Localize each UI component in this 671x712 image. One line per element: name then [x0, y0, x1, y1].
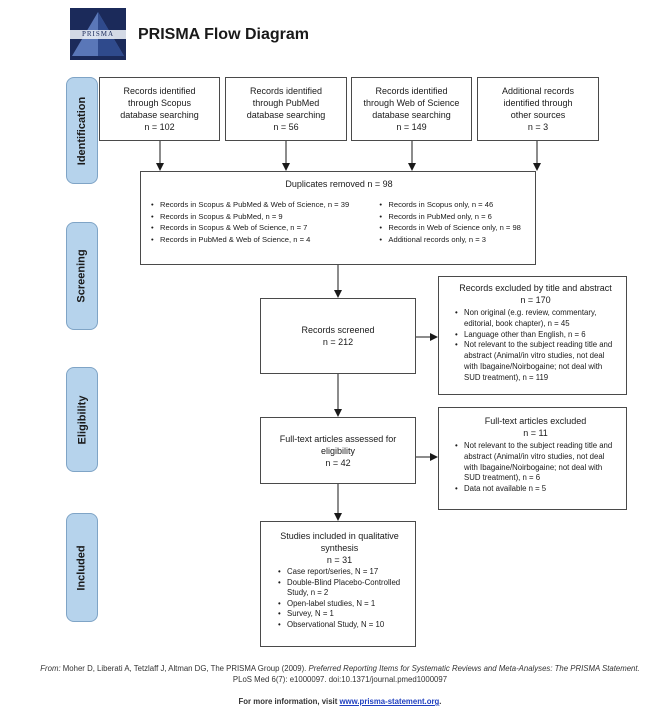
more-info-footer: For more information, visit www.prisma-s…: [238, 697, 442, 706]
source-box-pubmed: Records identified through PubMed databa…: [225, 77, 347, 141]
list-item: Double-Blind Placebo-Controlled Study, n…: [278, 578, 409, 599]
list-item: Records in Scopus & PubMed & Web of Scie…: [151, 199, 377, 211]
list-item: Not relevant to the subject reading titl…: [455, 340, 618, 383]
included-count: n = 31: [326, 555, 353, 565]
source-box-web-of-science: Records identified through Web of Scienc…: [351, 77, 472, 141]
fulltext-excluded-box: Full-text articles excluded n = 11 Not r…: [438, 407, 627, 510]
records-screened-count: n = 212: [322, 337, 354, 347]
logo-text: PRISMA: [81, 30, 115, 38]
citation-footer: From: Moher D, Liberati A, Tetzlaff J, A…: [40, 663, 640, 685]
list-item: Records in Scopus only, n = 46: [379, 199, 529, 211]
list-item: Observational Study, N = 10: [278, 620, 409, 631]
list-item: Records in PubMed only, n = 6: [379, 211, 529, 223]
excluded-title: Records excluded by title and abstract: [459, 283, 612, 293]
prisma-website-link[interactable]: www.prisma-statement.org: [339, 697, 440, 706]
phase-screening: Screening: [66, 222, 98, 330]
list-item: Survey, N = 1: [278, 609, 409, 620]
list-item: Records in PubMed & Web of Science, n = …: [151, 234, 377, 246]
records-screened-box: Records screened n = 212: [260, 298, 416, 374]
list-item: Language other than English, n = 6: [455, 330, 618, 341]
list-item: Records in Scopus & Web of Science, n = …: [151, 222, 377, 234]
included-studies-list: Case report/series, N = 17 Double-Blind …: [276, 567, 409, 631]
list-item: Additional records only, n = 3: [379, 234, 529, 246]
fulltext-assessed-box: Full-text articles assessed for eligibil…: [260, 417, 416, 484]
fulltext-title: Full-text articles assessed for eligibil…: [279, 433, 397, 456]
citation-journal-title: Preferred Reporting Items for Systematic…: [308, 664, 640, 673]
list-item: Not relevant to the subject reading titl…: [455, 441, 618, 484]
prisma-logo: PRISMA: [70, 8, 126, 60]
source-box-scopus: Records identified through Scopus databa…: [99, 77, 220, 141]
list-item: Data not available n = 5: [455, 484, 618, 495]
more-info-text: For more information, visit: [238, 697, 338, 706]
duplicates-box: Duplicates removed n = 98 Records in Sco…: [140, 171, 536, 265]
excluded-reasons-list: Non original (e.g. review, commentary, e…: [453, 308, 618, 384]
phase-included: Included: [66, 513, 98, 622]
list-item: Records in Web of Science only, n = 98: [379, 222, 529, 234]
fulltext-excluded-title: Full-text articles excluded: [484, 416, 587, 426]
duplicates-left-list: Records in Scopus & PubMed & Web of Scie…: [149, 199, 377, 245]
from-label: From:: [40, 664, 61, 673]
included-title: Studies included in qualitative synthesi…: [280, 531, 399, 553]
citation-authors: Moher D, Liberati A, Tetzlaff J, Altman …: [62, 664, 307, 673]
list-item: Open-label studies, N = 1: [278, 599, 409, 610]
duplicates-right-list: Records in Scopus only, n = 46 Records i…: [377, 199, 529, 245]
records-screened-title: Records screened: [301, 325, 375, 335]
fulltext-excluded-list: Not relevant to the subject reading titl…: [453, 441, 618, 495]
fulltext-count: n = 42: [325, 457, 351, 468]
list-item: Non original (e.g. review, commentary, e…: [455, 308, 618, 330]
studies-included-box: Studies included in qualitative synthesi…: [260, 521, 416, 647]
page-title: PRISMA Flow Diagram: [138, 26, 309, 43]
list-item: Records in Scopus & PubMed, n = 9: [151, 211, 377, 223]
phase-eligibility: Eligibility: [66, 367, 98, 472]
excluded-count: n = 170: [520, 295, 551, 305]
phase-identification: Identification: [66, 77, 98, 184]
duplicates-title: Duplicates removed n = 98: [285, 179, 393, 189]
citation-reference: PLoS Med 6(7): e1000097. doi:10.1371/jou…: [232, 675, 448, 684]
list-item: Case report/series, N = 17: [278, 567, 409, 578]
excluded-title-abstract-box: Records excluded by title and abstract n…: [438, 276, 627, 395]
source-box-other: Additional records identified through ot…: [477, 77, 599, 141]
fulltext-excluded-count: n = 11: [523, 428, 548, 438]
